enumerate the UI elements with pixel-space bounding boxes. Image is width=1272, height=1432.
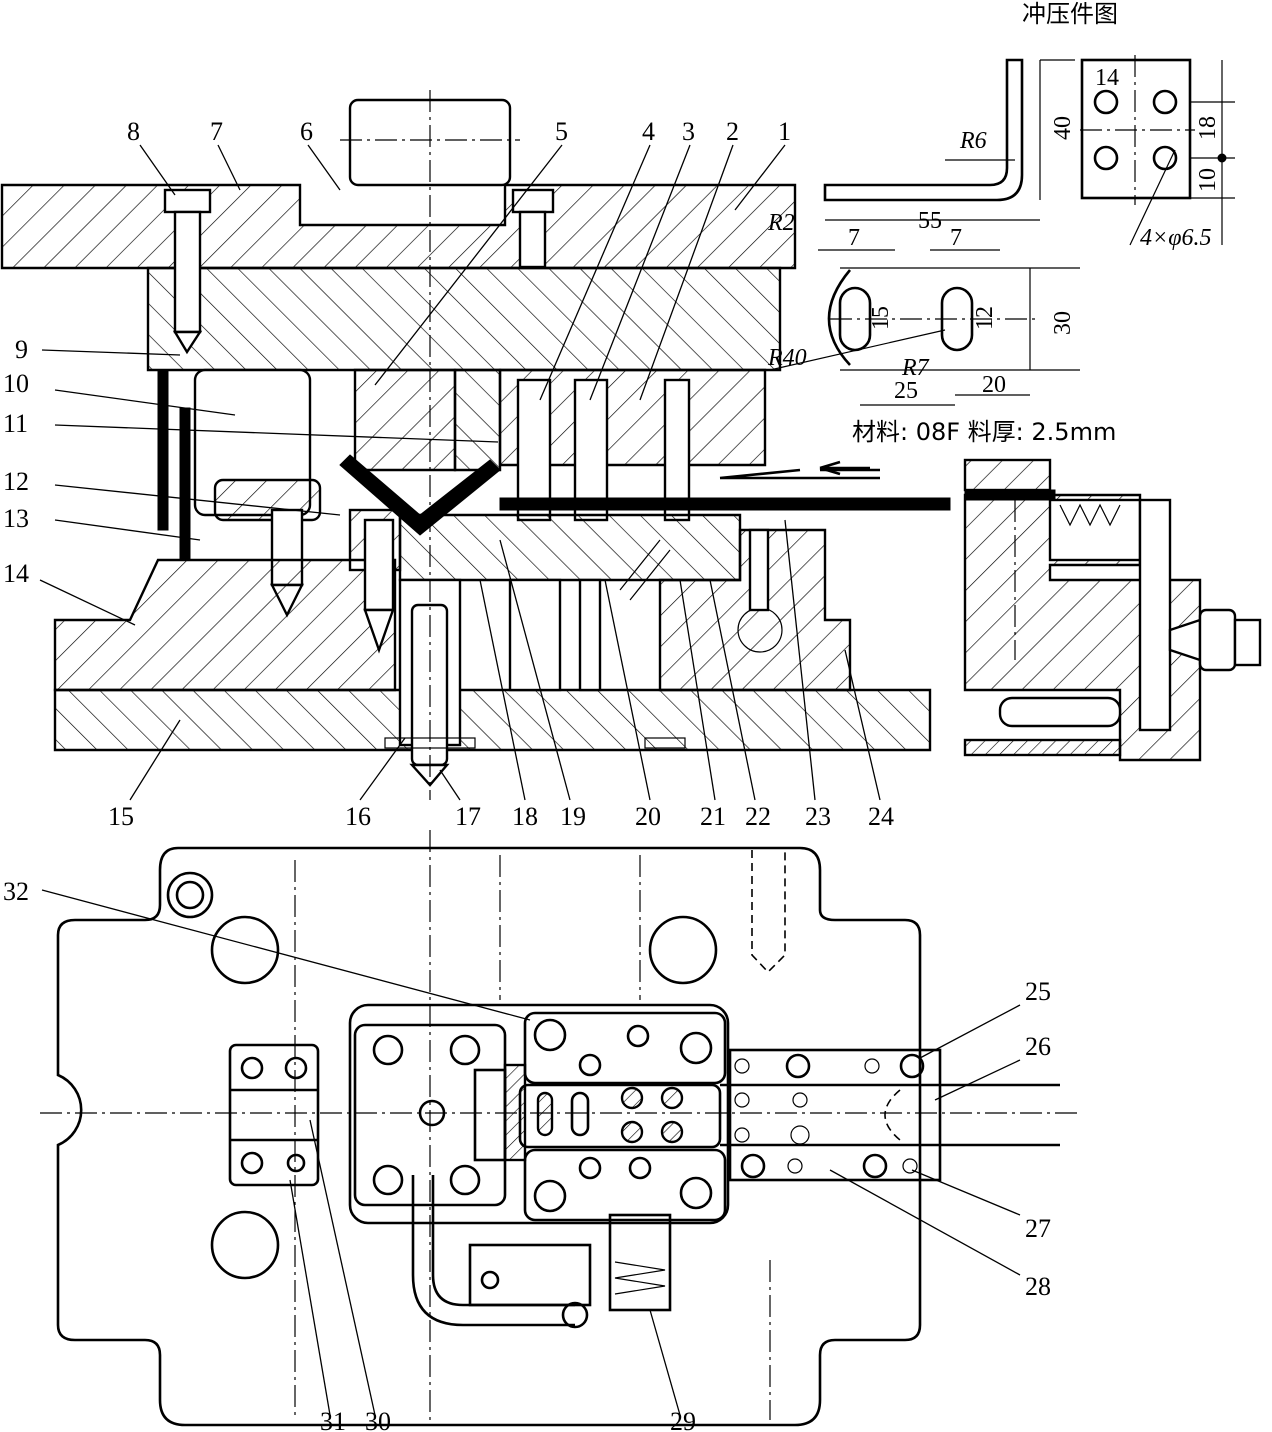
side-section: [963, 458, 1262, 762]
part-label-27: 27: [1025, 1214, 1051, 1243]
die-base-outline: [56, 846, 922, 1427]
part-label-31: 31: [320, 1407, 346, 1432]
dim-15: 15: [868, 306, 894, 330]
lower-die-plate: [53, 558, 397, 692]
part-label-5: 5: [555, 117, 568, 146]
bolt-head-8: [163, 188, 212, 214]
dim-holes: 4×φ6.5: [1140, 225, 1211, 251]
part-front-view: [1080, 58, 1192, 200]
part-label-32: 32: [3, 877, 29, 906]
part-label-17: 17: [455, 802, 481, 831]
part-label-29: 29: [670, 1407, 696, 1432]
section-view: [0, 90, 1262, 800]
part-label-18: 18: [512, 802, 538, 831]
dim-10: 10: [1195, 168, 1221, 192]
part-label-14: 14: [3, 559, 29, 588]
part-label-28: 28: [1025, 1272, 1051, 1301]
pusher-rod: [411, 1175, 575, 1327]
dim-r40: R40: [767, 345, 807, 371]
part-label-22: 22: [745, 802, 771, 831]
part-label-2: 2: [726, 117, 739, 146]
punch-plate: [498, 368, 767, 467]
leader-lines: [39, 144, 1021, 1416]
dim-18: 18: [1195, 116, 1221, 140]
dim-12: 12: [972, 306, 998, 330]
part-drawing-title: 冲压件图: [1022, 0, 1118, 28]
dim-14: 14: [1095, 65, 1119, 91]
dim-25: 25: [894, 378, 918, 404]
punch-holder: [146, 266, 782, 372]
part-label-26: 26: [1025, 1032, 1051, 1061]
part-label-25: 25: [1025, 977, 1051, 1006]
part-label-24: 24: [868, 802, 894, 831]
dim-7a: 7: [848, 225, 860, 251]
strip: [499, 497, 951, 511]
dim-30: 30: [1050, 311, 1076, 335]
part-label-30: 30: [365, 1407, 391, 1432]
die-insert: [398, 513, 742, 582]
stop-block: [228, 1043, 320, 1187]
guide-bar-12: [157, 369, 169, 531]
dim-r7: R7: [901, 355, 930, 381]
part-label-7: 7: [210, 117, 223, 146]
dim-20: 20: [982, 372, 1006, 398]
part-label-21: 21: [700, 802, 726, 831]
bolt-8: [173, 210, 202, 334]
punch-21: [663, 378, 691, 522]
part-label-23: 23: [805, 802, 831, 831]
bending-punch-holder: [353, 368, 457, 472]
part-label-19: 19: [560, 802, 586, 831]
dim-40: 40: [1050, 116, 1076, 140]
part-labels: 1 2 3 4 5 6 7 8 9 10 11 12 13 14 15 16 1…: [3, 117, 1051, 1432]
upper-die-set: [0, 183, 797, 270]
material-note: 材料: 08F 料厚: 2.5mm: [852, 418, 1116, 446]
part-label-13: 13: [3, 504, 29, 533]
part-label-20: 20: [635, 802, 661, 831]
part-drawing: 冲压件图: [769, 0, 1235, 406]
part-label-8: 8: [127, 117, 140, 146]
part-label-3: 3: [682, 117, 695, 146]
part-label-9: 9: [15, 335, 28, 364]
part-side-view: [823, 58, 1024, 202]
part-label-12: 12: [3, 467, 29, 496]
strip-layout: [827, 269, 851, 366]
dim-55: 55: [918, 208, 942, 234]
dim-7b: 7: [950, 225, 962, 251]
part-label-1: 1: [778, 117, 791, 146]
part-label-4: 4: [642, 117, 655, 146]
stripper-plate: [348, 1003, 730, 1225]
part-label-16: 16: [345, 802, 371, 831]
lower-die-set: [53, 688, 932, 752]
dim-r6: R6: [959, 128, 987, 154]
dimensions: 14 40 18 10 R6 55 4×φ6.5 R2 7 7 15 12 30…: [767, 65, 1221, 446]
part-label-6: 6: [300, 117, 313, 146]
strip-plan: [728, 1048, 942, 1182]
dim-r2: R2: [767, 210, 795, 236]
plan-view: [40, 830, 1080, 1427]
part-label-11: 11: [3, 409, 28, 438]
part-label-10: 10: [3, 369, 29, 398]
part-label-15: 15: [108, 802, 134, 831]
